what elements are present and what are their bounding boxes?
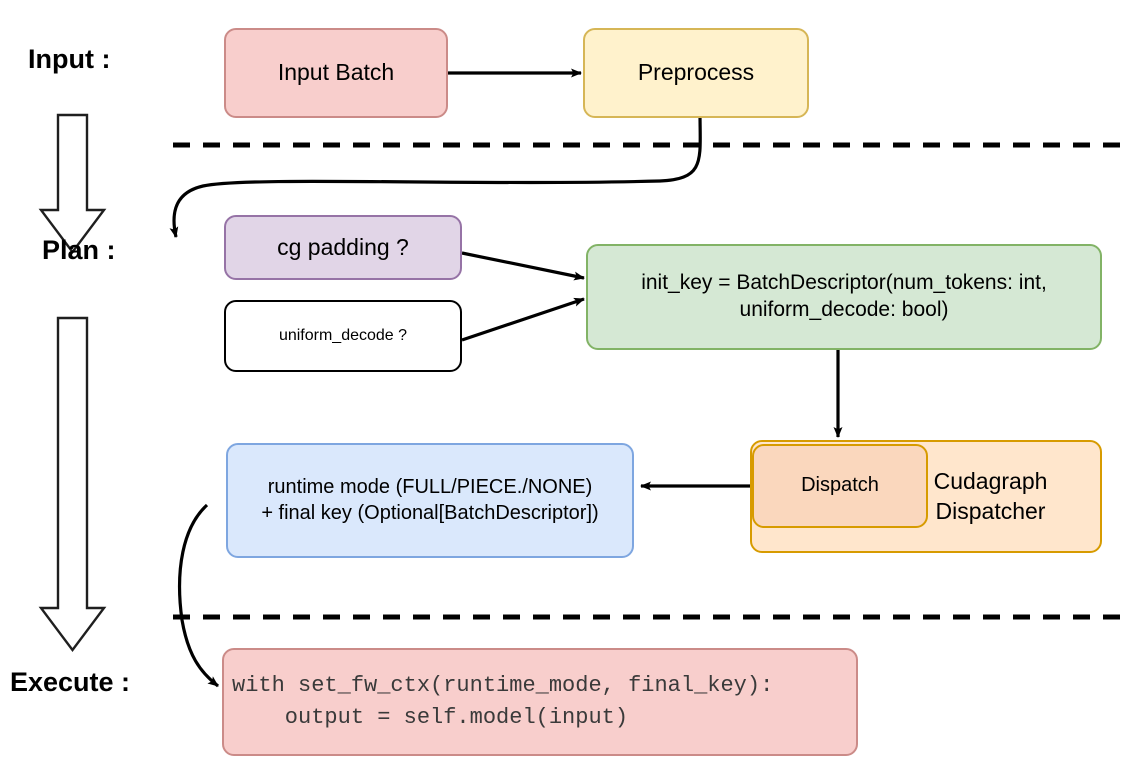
node-code-block[interactable]: with set_fw_ctx(runtime_mode, final_key)…: [222, 648, 858, 756]
node-code-line1: with set_fw_ctx(runtime_mode, final_key)…: [232, 673, 774, 699]
node-cg-padding[interactable]: cg padding ?: [224, 215, 462, 280]
node-runtime-mode-line1: runtime mode (FULL/PIECE./NONE): [267, 475, 593, 498]
edge-cg-padding-to-init-key: [461, 251, 585, 281]
node-runtime-mode-line2: + final key (Optional[BatchDescriptor]): [261, 501, 599, 524]
node-preprocess[interactable]: Preprocess: [583, 28, 809, 118]
edge-runtime-mode-to-code: [177, 503, 219, 688]
node-cudagraph-dispatcher-line2: Dispatcher: [935, 497, 1046, 524]
node-dispatch[interactable]: Dispatch: [752, 444, 928, 528]
stage-arrow-input-to-plan: [38, 113, 107, 254]
node-runtime-mode[interactable]: runtime mode (FULL/PIECE./NONE) + final …: [226, 443, 634, 558]
stage-label-execute: Execute :: [10, 667, 131, 697]
stage-label-input: Input :: [28, 44, 111, 74]
node-init-key-line2: uniform_decode: bool): [739, 298, 949, 321]
node-init-key[interactable]: init_key = BatchDescriptor(num_tokens: i…: [586, 244, 1102, 350]
node-input-batch-label: Input Batch: [277, 59, 395, 86]
stage-arrow-plan-to-execute: [38, 316, 107, 652]
node-uniform-decode[interactable]: uniform_decode ?: [224, 300, 462, 372]
node-preprocess-label: Preprocess: [637, 59, 755, 86]
node-input-batch[interactable]: Input Batch: [224, 28, 448, 118]
node-init-key-line1: init_key = BatchDescriptor(num_tokens: i…: [641, 271, 1047, 295]
node-dispatch-label: Dispatch: [801, 474, 879, 497]
node-code-line2: output = self.model(input): [232, 705, 629, 730]
edge-uniform-decode-to-init-key: [461, 297, 585, 342]
node-cudagraph-dispatcher-label: Cudagraph Dispatcher: [903, 467, 1078, 526]
stage-label-plan: Plan :: [42, 235, 116, 265]
node-cudagraph-dispatcher-line1: Cudagraph: [933, 468, 1048, 495]
node-uniform-decode-label: uniform_decode ?: [278, 326, 408, 344]
node-cg-padding-label: cg padding ?: [277, 233, 409, 260]
